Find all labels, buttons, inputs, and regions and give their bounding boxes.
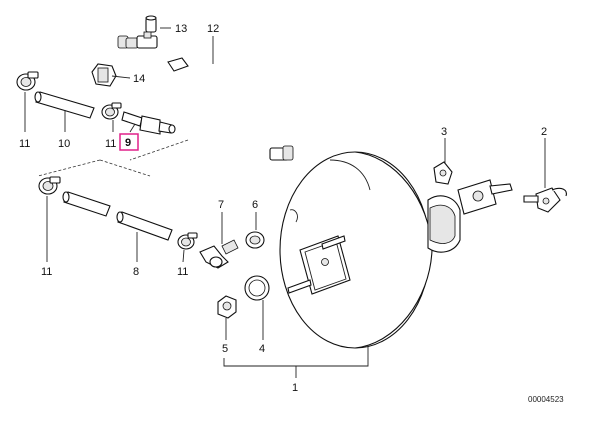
part-3-bracket [433,161,453,185]
part-5-nut [217,295,237,319]
lower-hose-short [62,191,111,217]
callout-3: 3 [441,126,447,138]
dashed-guide-upper [37,139,189,177]
part-9-check-valve [121,111,176,135]
highlight-box-part-9 [119,133,139,151]
callout-8: 8 [133,266,139,278]
callout-6: 6 [252,199,258,211]
callout-4: 4 [259,343,265,355]
part-10-hose [34,91,95,119]
callout-13: 13 [175,23,187,35]
callout-7: 7 [218,199,224,211]
hose-clamp-lower-left [38,176,61,195]
part-1-brake-booster [279,151,513,349]
part-14-clip [91,63,117,87]
vacuum-hose-upper [41,35,294,162]
hose-clamp-top-mid [101,102,122,120]
part-4-o-ring [244,275,270,301]
leader-lines [24,27,546,378]
callout-11-top-mid: 11 [105,138,116,150]
callout-14: 14 [133,73,145,85]
dashed-guide-lower [99,159,151,177]
part-2-clevis-clip [523,187,567,213]
callout-11-top-left: 11 [19,138,30,150]
callout-9: 9 [125,137,131,149]
document-number: 00004523 [528,395,564,404]
callout-1: 1 [292,382,298,394]
part-7-elbow-fitting [199,239,239,269]
part-6-grommet [245,231,265,249]
callout-5: 5 [222,343,228,355]
callout-12: 12 [207,23,219,35]
callout-2: 2 [541,126,547,138]
part-13-cap [136,15,158,49]
hose-clamp-lower-right [177,232,198,250]
hose-clamp-top-left [16,71,39,91]
callout-11-lower-left: 11 [41,266,52,278]
callout-10: 10 [58,138,70,150]
part-8-hose [116,211,173,241]
callout-11-lower-right: 11 [177,266,188,278]
